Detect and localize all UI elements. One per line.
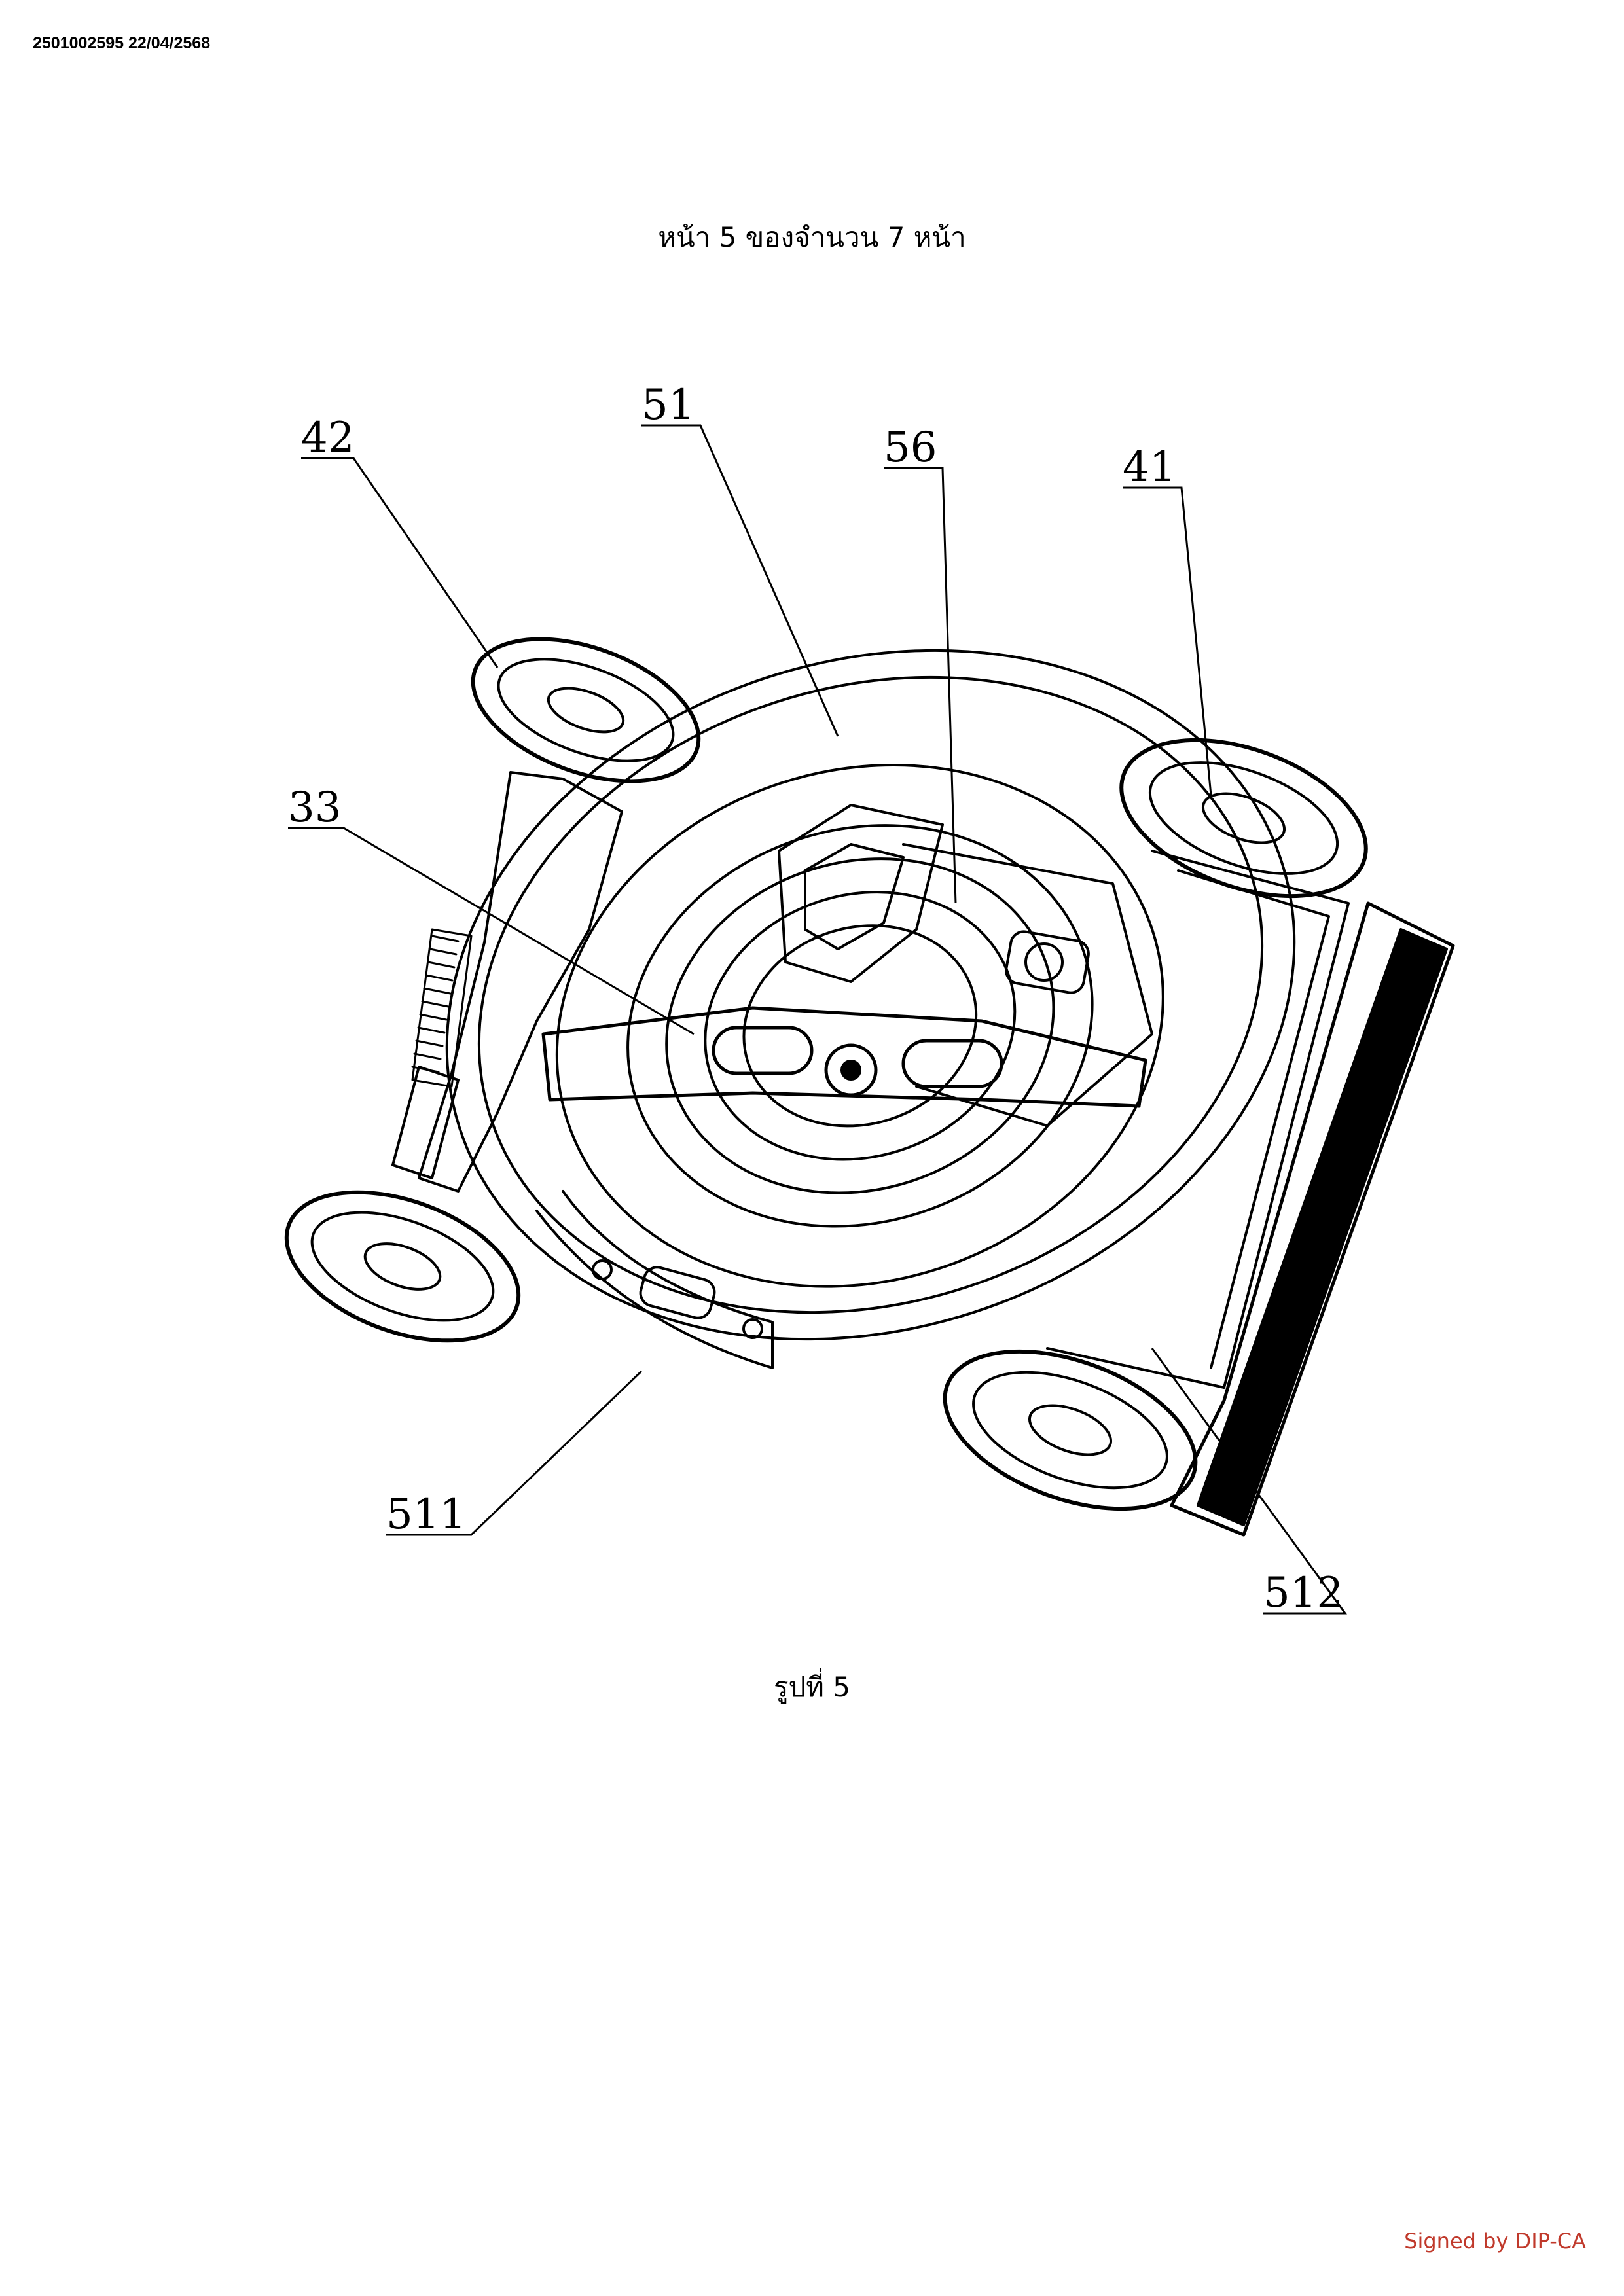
label-512: 512 <box>1263 1569 1343 1617</box>
label-41: 41 <box>1123 443 1176 492</box>
page-header: หน้า 5 ของจำนวน 7 หน้า <box>658 221 966 253</box>
label-56: 56 <box>884 423 937 472</box>
right-frame <box>1046 850 1350 1389</box>
wheel-rear-right <box>943 1349 1198 1511</box>
wheel-front-left <box>471 637 701 783</box>
motor-housing <box>778 804 1153 1127</box>
label-33: 33 <box>288 783 341 832</box>
figure-caption: รูปที่ 5 <box>774 1671 850 1703</box>
mower-blade <box>541 1006 1147 1108</box>
leader-33 <box>288 827 695 1035</box>
wheel-rear-left <box>284 1190 521 1343</box>
reference-numerals: 42 51 56 41 33 511 512 <box>288 381 1343 1617</box>
digital-signature: Signed by DIP-CA <box>1404 2229 1586 2253</box>
mower-deck <box>445 649 1296 1341</box>
rear-flap <box>1170 901 1455 1537</box>
leader-lines <box>288 424 1347 1615</box>
leader-511 <box>386 1370 643 1536</box>
wheel-front-right <box>1119 738 1368 899</box>
spring-coil <box>411 935 460 1073</box>
label-51: 51 <box>641 381 695 429</box>
leader-42 <box>301 457 499 668</box>
label-42: 42 <box>301 414 354 462</box>
label-511: 511 <box>386 1490 466 1539</box>
leader-512 <box>1151 1348 1347 1615</box>
leader-41 <box>1123 486 1212 796</box>
deck-front-cover <box>535 1190 774 1369</box>
document-id-stamp: 2501002595 22/04/2568 <box>33 34 211 52</box>
leader-56 <box>884 467 957 904</box>
leader-51 <box>641 424 839 737</box>
left-frame-spring <box>391 771 623 1193</box>
